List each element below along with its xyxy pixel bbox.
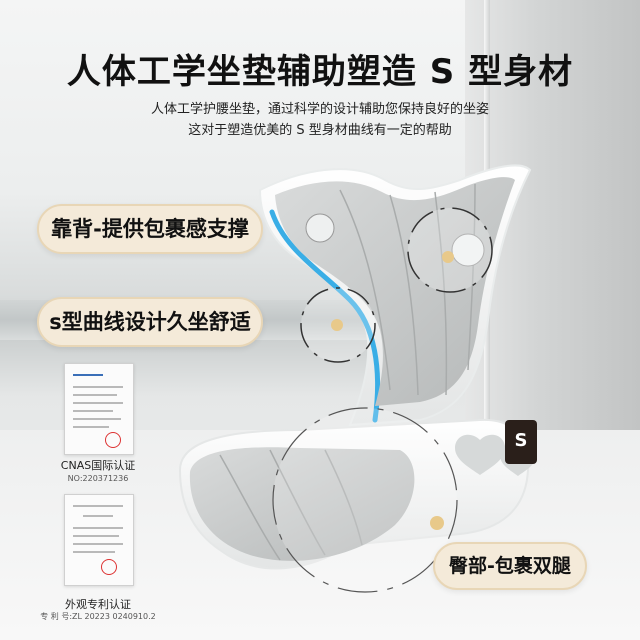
patent-certificate-image bbox=[64, 494, 134, 586]
subtitle-line-2: 这对于塑造优美的 S 型身材曲线有一定的帮助 bbox=[188, 123, 452, 138]
cnas-certificate-image bbox=[64, 363, 134, 455]
cnas-cert-name: CNAS国际认证 bbox=[60, 459, 136, 472]
seat-cushion-illustration: S bbox=[178, 164, 537, 593]
rib bbox=[324, 449, 363, 546]
backrest-cushion bbox=[275, 177, 515, 406]
doc-line bbox=[73, 410, 113, 412]
gold-dot bbox=[430, 516, 444, 530]
feature-backrest-label: 靠背-提供包裹感支撑 bbox=[37, 204, 263, 254]
backrest-hole bbox=[305, 213, 335, 243]
patent-cert-name: 外观专利认证 bbox=[65, 598, 131, 611]
doc-line bbox=[83, 515, 113, 517]
feature-s-curve-label: s型曲线设计久坐舒适 bbox=[37, 297, 263, 347]
heart-cutout bbox=[455, 434, 505, 475]
feature-hip-label: 臀部-包裹双腿 bbox=[433, 542, 587, 590]
backrest-hole bbox=[451, 233, 485, 267]
rib bbox=[219, 454, 281, 561]
gold-dot bbox=[331, 319, 343, 331]
logo-badge bbox=[505, 420, 537, 464]
subtitle-line-1: 人体工学护腰坐垫，通过科学的设计辅助您保持良好的坐姿 bbox=[150, 102, 489, 117]
detail-circle bbox=[272, 407, 458, 593]
doc-line bbox=[73, 394, 117, 396]
doc-line bbox=[73, 402, 123, 404]
rib bbox=[434, 191, 448, 396]
logo-letter: S bbox=[515, 430, 528, 451]
gold-dot bbox=[442, 251, 454, 263]
red-seal-icon bbox=[105, 432, 121, 448]
doc-line bbox=[73, 374, 103, 376]
patent-cert-code: 专 利 号:ZL 20223 0240910.2 bbox=[40, 612, 156, 621]
doc-line bbox=[73, 527, 123, 529]
doc-line bbox=[73, 543, 123, 545]
cnas-cert-code: NO:220371236 bbox=[67, 474, 129, 483]
red-seal-icon bbox=[101, 559, 117, 575]
blue-edge bbox=[269, 209, 381, 423]
rib bbox=[339, 189, 391, 391]
doc-line bbox=[73, 535, 119, 537]
doc-line bbox=[73, 426, 109, 428]
rib bbox=[269, 449, 326, 556]
doc-line bbox=[73, 551, 115, 553]
doc-line bbox=[73, 418, 121, 420]
detail-circle bbox=[407, 207, 493, 293]
doc-line bbox=[73, 386, 123, 388]
doc-line bbox=[73, 505, 123, 507]
headline: 人体工学坐垫辅助塑造 S 型身材 bbox=[66, 52, 574, 92]
rib bbox=[389, 194, 419, 396]
rib bbox=[467, 183, 476, 371]
